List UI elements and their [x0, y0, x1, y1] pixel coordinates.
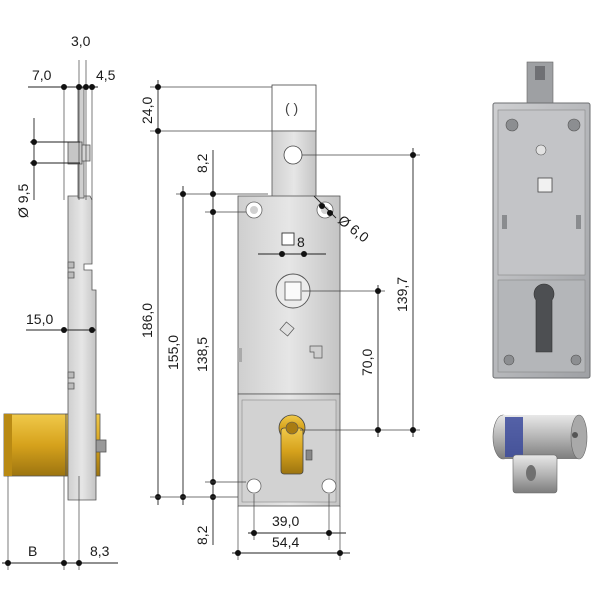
dim-front-total: 186,0	[139, 303, 155, 338]
svg-text:( ): ( )	[285, 100, 298, 116]
dim-side-top-mid: 3,0	[71, 33, 91, 49]
dim-front-top-offset: 8,2	[194, 153, 210, 173]
dim-side-diameter: Ø 9,5	[15, 184, 31, 218]
dim-front-square: 8	[297, 234, 305, 250]
dim-side-mid: 15,0	[26, 311, 53, 327]
dim-front-inner2: 138,5	[194, 337, 210, 372]
side-view: 7,0 3,0 4,5 Ø 9,5 15,0 B 8,3	[2, 33, 118, 570]
front-plate	[237, 195, 341, 507]
dim-front-inner1: 155,0	[165, 335, 181, 370]
front-view: ( )	[139, 80, 420, 560]
front-dimension-lines	[150, 80, 420, 560]
side-dimension-lines	[2, 60, 118, 570]
front-top-tab: ( )	[271, 84, 317, 198]
dim-front-width: 54,4	[272, 534, 299, 550]
dim-front-right-height: 139,7	[394, 277, 410, 312]
dim-front-bottom-offset: 8,2	[194, 525, 210, 545]
dim-front-hole-diameter: Ø 6,0	[335, 212, 372, 246]
side-plate	[67, 87, 97, 501]
dim-front-top: 24,0	[139, 97, 155, 124]
dim-side-top-left: 7,0	[32, 67, 52, 83]
product-photo-cylinder	[492, 414, 588, 494]
dim-front-hole-spacing: 39,0	[272, 513, 299, 529]
dim-side-bottom-left: B	[28, 543, 37, 559]
product-photo-lock	[492, 61, 591, 379]
dim-front-backset: 70,0	[359, 349, 375, 376]
front-cylinder	[278, 414, 313, 475]
dim-side-bottom-right: 8,3	[90, 543, 110, 559]
dim-side-top-right: 4,5	[96, 67, 116, 83]
